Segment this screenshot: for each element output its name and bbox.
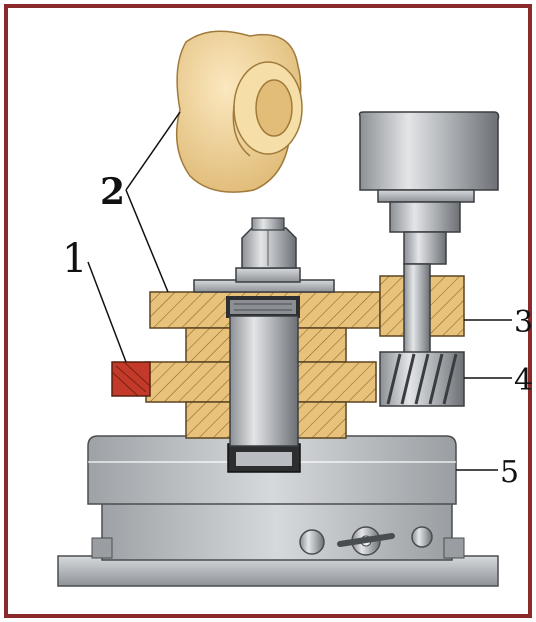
spindle-column [358,111,500,355]
base-lower [57,495,499,587]
callout-label-1: 1 [62,236,87,282]
callout-label-3: 3 [514,305,533,340]
part-2-view [175,30,303,193]
callout-label-4: 4 [514,363,533,398]
callout-label-2: 2 [100,171,125,213]
clamp-handle [299,526,433,556]
leader-lines [87,111,512,471]
gear-4 [379,351,465,407]
table-plate-5 [87,435,457,505]
callout-label-5: 5 [500,455,519,490]
central-mandrel [193,217,335,447]
